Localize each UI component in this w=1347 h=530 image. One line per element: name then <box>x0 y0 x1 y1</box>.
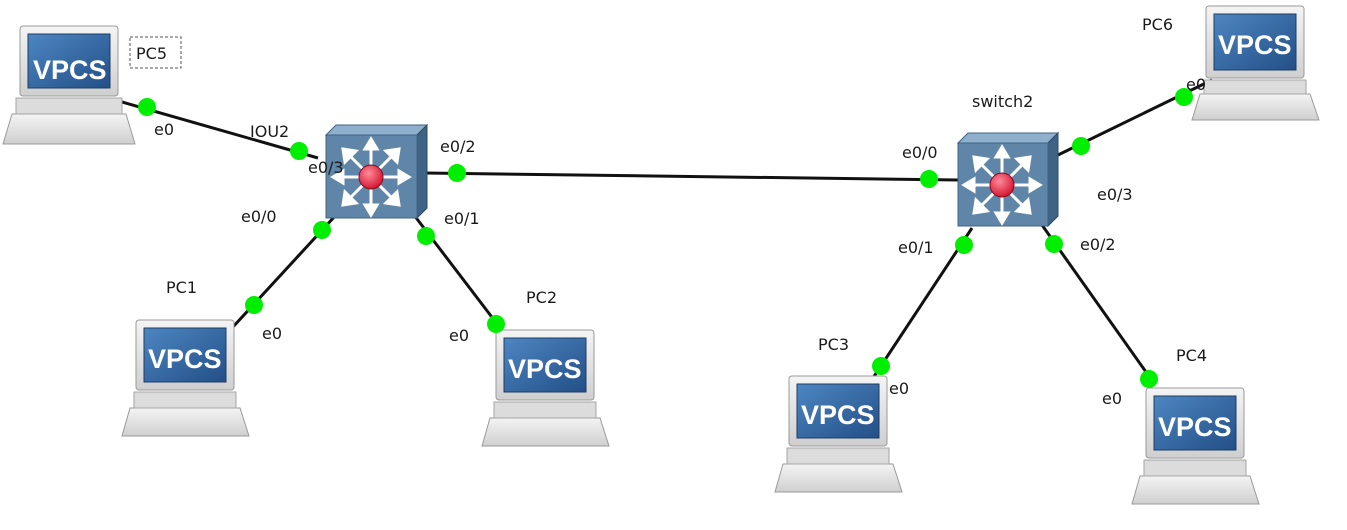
port-label-sw2-e0-1: e0/1 <box>898 238 934 257</box>
pc6-screen-text: VPCS <box>1218 30 1292 60</box>
pc1-computer[interactable]: VPCS <box>121 319 250 437</box>
computer-icon <box>1131 387 1260 505</box>
computer-icon <box>774 375 903 493</box>
link-switch2-pc3[interactable] <box>871 227 974 379</box>
pc6-label: PC6 <box>1142 15 1173 34</box>
pc5-computer[interactable]: VPCS <box>2 25 136 145</box>
pc4-label: PC4 <box>1176 346 1207 365</box>
pc3-label: PC3 <box>818 335 849 354</box>
port-dot-pc6-e0[interactable] <box>1175 88 1193 106</box>
port-label-pc1-e0: e0 <box>262 324 282 343</box>
port-dot-iou2-e0-0[interactable] <box>313 221 331 239</box>
port-label-sw2-e0-3: e0/3 <box>1097 185 1133 204</box>
port-dot-iou2-e0-2[interactable] <box>448 164 466 182</box>
pc5-label-box <box>129 36 182 69</box>
port-label-pc5-e0: e0 <box>154 120 174 139</box>
pc3-screen-text: VPCS <box>801 400 875 430</box>
port-label-iou2-e0-2: e0/2 <box>440 137 476 156</box>
switch-icon <box>956 131 1060 228</box>
pc1-label: PC1 <box>166 278 197 297</box>
pc4-screen-text: VPCS <box>1158 412 1232 442</box>
pc6-computer[interactable]: VPCS <box>1191 5 1320 121</box>
pc4-computer[interactable]: VPCS <box>1131 387 1260 505</box>
iou2-switch[interactable] <box>324 123 429 220</box>
pc1-screen-text: VPCS <box>148 344 222 374</box>
computer-icon <box>2 25 136 145</box>
port-dot-sw2-e0-3[interactable] <box>1072 137 1090 155</box>
computer-icon <box>121 319 250 437</box>
port-label-pc4-e0: e0 <box>1102 389 1122 408</box>
computer-icon <box>1191 5 1320 121</box>
pc2-computer[interactable]: VPCS <box>481 329 610 447</box>
port-dots <box>138 88 1193 388</box>
port-label-iou2-e0-1: e0/1 <box>444 209 480 228</box>
port-label-iou2-e0-0: e0/0 <box>241 207 277 226</box>
port-dot-iou2-e0-1[interactable] <box>417 227 435 245</box>
port-label-pc2-e0: e0 <box>449 326 469 345</box>
port-dot-sw2-e0-0[interactable] <box>920 170 938 188</box>
pc3-computer[interactable]: VPCS <box>774 375 903 493</box>
pc2-label: PC2 <box>526 288 557 307</box>
port-dot-pc3-e0[interactable] <box>872 357 890 375</box>
port-label-sw2-e0-0: e0/0 <box>902 143 938 162</box>
port-label-sw2-e0-2: e0/2 <box>1080 235 1116 254</box>
iou2-label: IOU2 <box>250 122 289 141</box>
switch-icon <box>324 123 429 220</box>
port-dot-pc5-e0[interactable] <box>138 98 156 116</box>
port-dot-sw2-e0-2[interactable] <box>1045 235 1063 253</box>
pc5-screen-text: VPCS <box>33 55 107 85</box>
pc2-screen-text: VPCS <box>508 354 582 384</box>
port-dot-sw2-e0-1[interactable] <box>955 236 973 254</box>
port-label-pc3-e0: e0 <box>889 379 909 398</box>
port-label-pc6-e0: e0 <box>1186 75 1206 94</box>
port-dot-iou2-e0-3[interactable] <box>290 142 308 160</box>
port-dot-pc1-e0[interactable] <box>245 296 263 314</box>
port-dot-pc4-e0[interactable] <box>1140 370 1158 388</box>
port-label-iou2-e0-3: e0/3 <box>308 158 344 177</box>
switch2-switch[interactable] <box>956 131 1060 228</box>
computer-icon <box>481 329 610 447</box>
pc5-label: PC5 <box>136 44 167 63</box>
port-dot-pc2-e0[interactable] <box>487 315 505 333</box>
switch2-label: switch2 <box>972 92 1033 111</box>
link-iou2-switch2[interactable] <box>424 171 959 182</box>
port-labels: e0 e0/3 e0/2 e0/0 e0/1 e0 e0 e0/0 e0/3 e… <box>154 75 1206 408</box>
